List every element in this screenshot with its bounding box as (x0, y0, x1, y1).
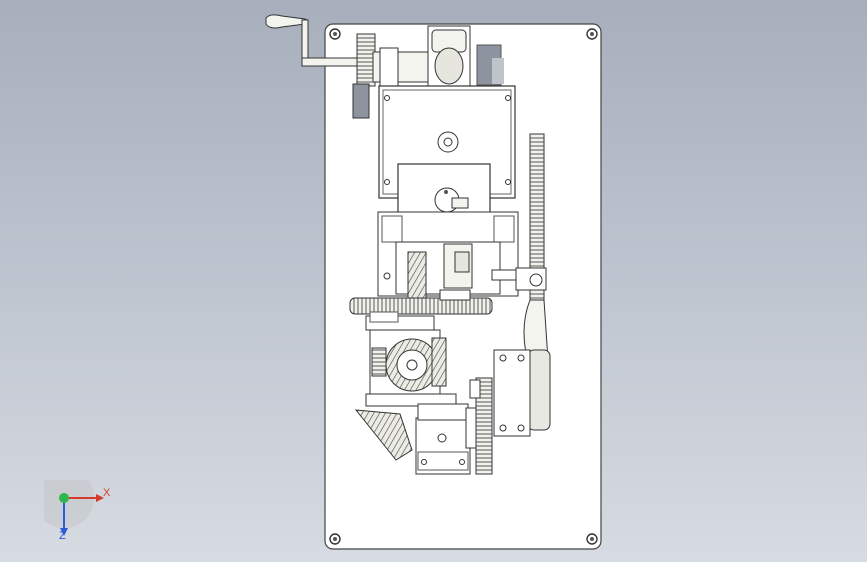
bevel-gears[interactable] (354, 329, 457, 461)
mounting-hole-icon (329, 28, 598, 545)
chain-sprocket[interactable] (515, 133, 547, 301)
x-axis-label: X (103, 487, 111, 499)
lower-bearing-block[interactable] (415, 403, 481, 475)
output-spur-gear[interactable] (469, 377, 493, 475)
middle-frame[interactable] (377, 211, 523, 297)
horizontal-gear[interactable] (349, 289, 493, 331)
worm-gear[interactable] (407, 251, 427, 299)
z-axis-label: Z (59, 530, 66, 542)
pulley-belt[interactable] (493, 299, 551, 437)
hand-crank[interactable] (265, 14, 359, 67)
axis-triad-icon (34, 468, 104, 536)
orientation-triad[interactable]: X Z (34, 468, 124, 550)
